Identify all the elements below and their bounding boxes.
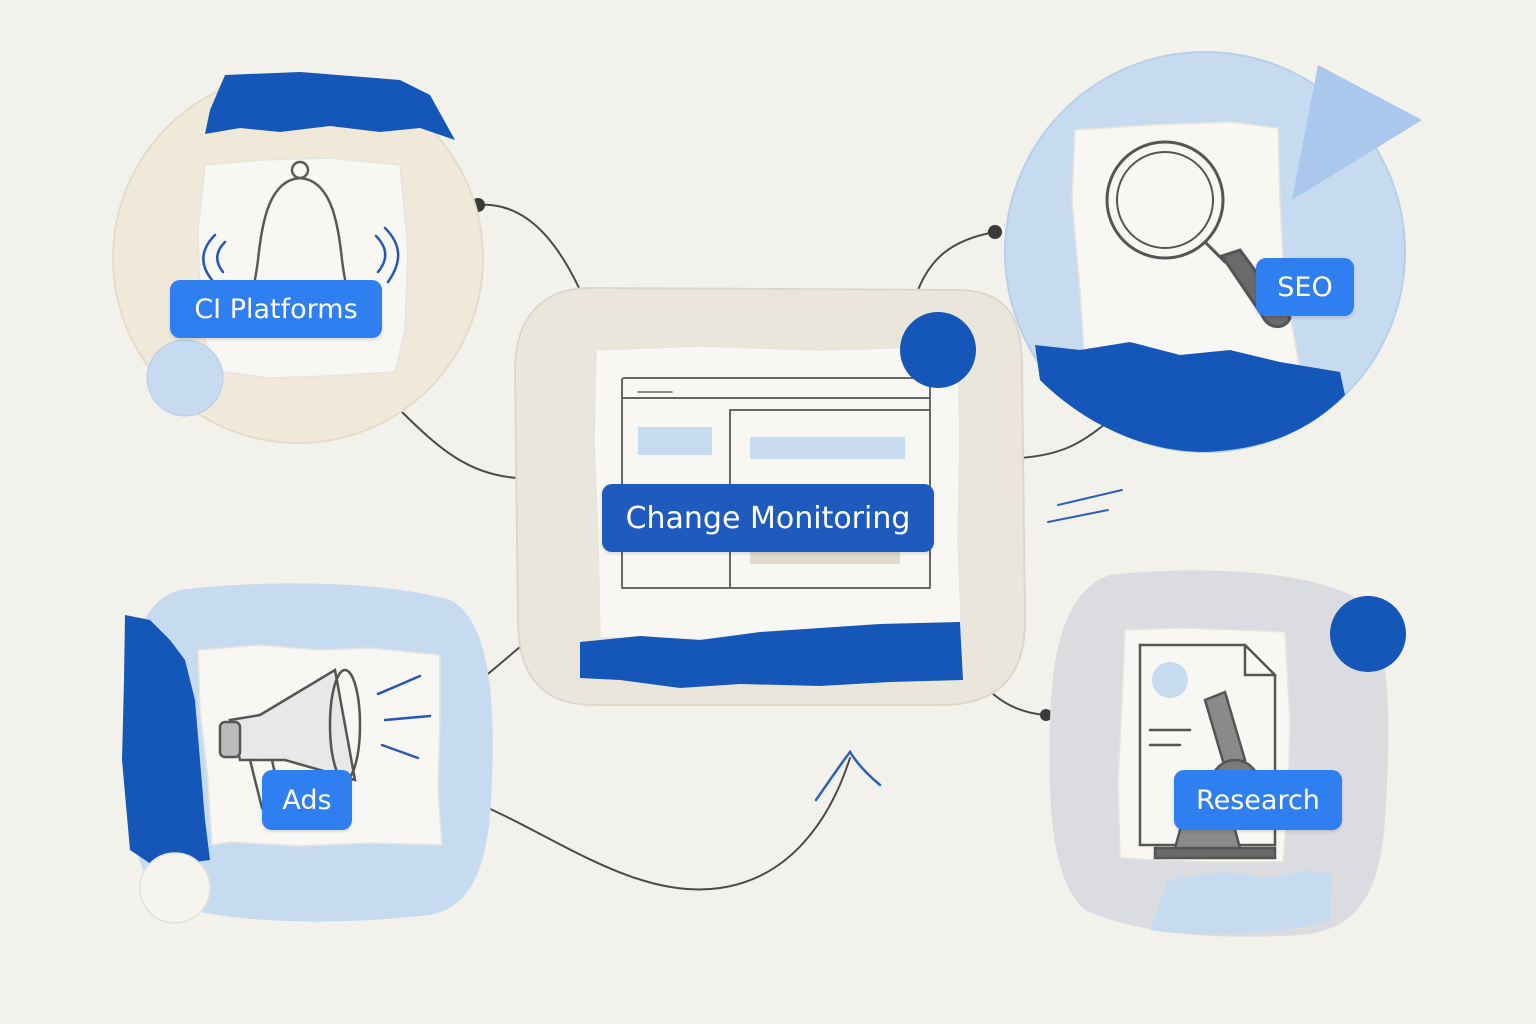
research-blue-dot — [1330, 596, 1406, 672]
ci-platforms-label[interactable]: CI Platforms — [170, 280, 382, 338]
seo-label[interactable]: SEO — [1256, 258, 1354, 316]
accent-arrow-head — [814, 749, 882, 802]
motion-lines — [1047, 489, 1123, 523]
ads-small-cream-dot — [139, 852, 211, 924]
center-torn-blue-strip — [580, 622, 963, 688]
connector-seo-bottom-to-center — [1019, 419, 1111, 459]
megaphone-sound-lines — [376, 674, 432, 760]
seo-torn-blue-bottom — [1035, 342, 1345, 452]
ci-torn-paper-card — [197, 157, 409, 379]
bell-ring-marks — [202, 226, 400, 284]
center-blue-dot — [900, 312, 976, 388]
connector-ci-to-center — [477, 203, 586, 301]
node-seo — [1004, 51, 1422, 453]
seo-triangle-paper — [1292, 65, 1422, 200]
ci-small-blue-dot — [146, 339, 224, 417]
node-ads — [122, 583, 493, 924]
ci-torn-blue-strip — [205, 72, 455, 140]
connector-dot-seo — [988, 225, 1002, 239]
connector-seo-to-center — [917, 231, 996, 291]
node-research — [1049, 570, 1406, 937]
seo-torn-paper-card — [1071, 121, 1301, 373]
research-torn-blue-bottom — [1150, 870, 1332, 935]
research-label[interactable]: Research — [1174, 770, 1342, 830]
connector-ads-to-arrow — [487, 757, 851, 891]
ads-torn-blue-strip — [122, 615, 210, 870]
connector-dot-research — [1040, 709, 1052, 721]
change-monitoring-label[interactable]: Change Monitoring — [602, 484, 934, 552]
connector-ci-bottom-to-center — [399, 409, 519, 479]
ads-label[interactable]: Ads — [262, 770, 352, 830]
node-ci-platforms — [112, 72, 484, 444]
browser-window-icon — [621, 377, 931, 589]
